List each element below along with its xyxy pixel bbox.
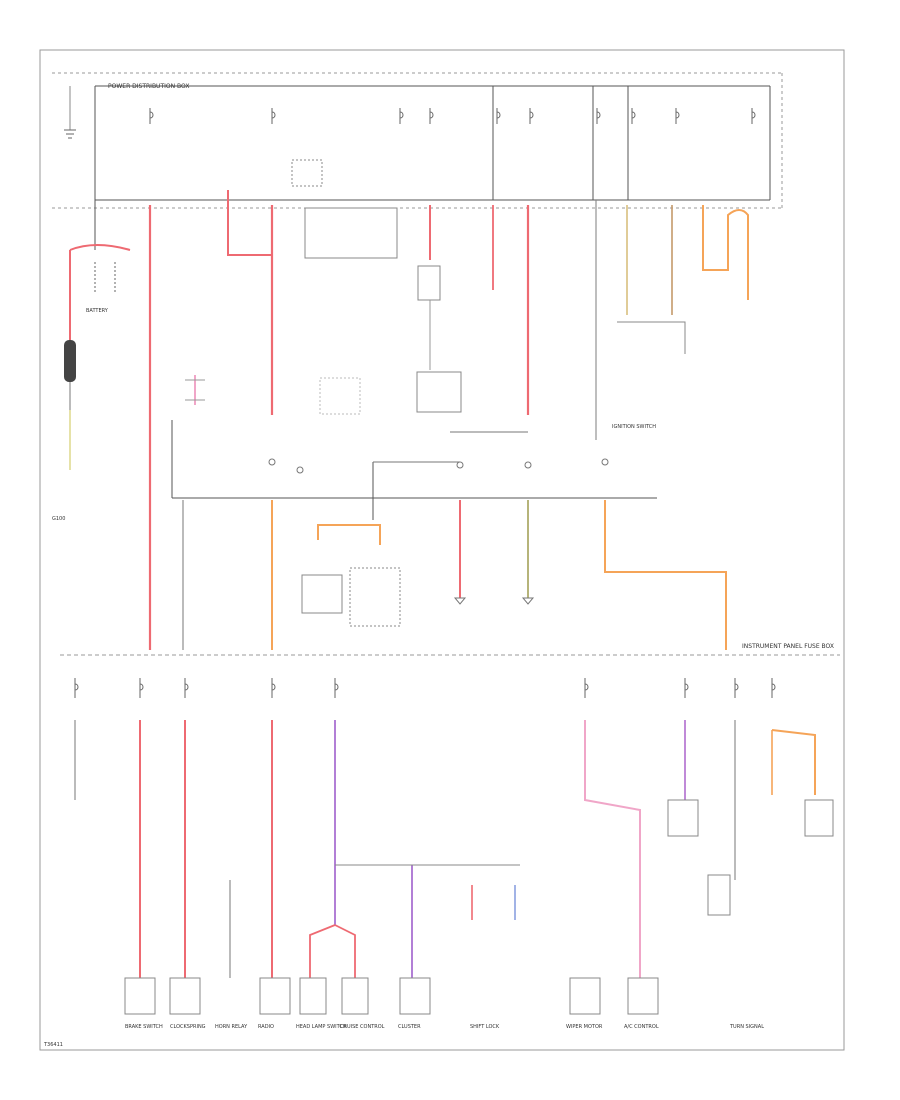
component-label: A/C CONTROL (624, 1024, 659, 1030)
lower-wires (74, 720, 816, 978)
ignition-switch: IGNITION SWITCH (171, 420, 657, 520)
middle-components (185, 265, 686, 415)
battery-section: G100 BATTERY (52, 86, 131, 522)
component-label: WIPER MOTOR (566, 1024, 603, 1030)
upper-box-label: POWER DISTRIBUTION BOX (108, 83, 189, 90)
diagram-frame (39, 49, 845, 1051)
lower-box-label: INSTRUMENT PANEL FUSE BOX (742, 643, 834, 650)
fuse-row-upper (149, 108, 756, 124)
component-label: RADIO (258, 1024, 274, 1030)
component-label: HEAD LAMP SWITCH (296, 1024, 347, 1030)
bottom-labels: BRAKE SWITCH CLOCKSPRING HORN RELAY RADI… (125, 1024, 764, 1030)
component-label: HORN RELAY (215, 1024, 248, 1030)
ground-label: G100 (52, 516, 65, 522)
lower-fuse-box: INSTRUMENT PANEL FUSE BOX (60, 643, 840, 698)
upper-distribution-box: POWER DISTRIBUTION BOX (52, 72, 783, 259)
component-label: CRUISE CONTROL (340, 1024, 385, 1030)
ignition-switch-label: IGNITION SWITCH (612, 424, 656, 430)
footer-code: T36411 (43, 1042, 63, 1048)
main-feeds (148, 190, 749, 650)
component-label: SHIFT LOCK (470, 1024, 500, 1030)
bottom-component-boxes (124, 799, 834, 1015)
battery-label: BATTERY (86, 308, 109, 314)
component-label: CLUSTER (398, 1024, 421, 1030)
component-label: TURN SIGNAL (729, 1024, 764, 1030)
component-label: BRAKE SWITCH (125, 1024, 163, 1030)
component-label: CLOCKSPRING (170, 1024, 206, 1030)
ignition-branches (182, 500, 727, 650)
fusible-link (64, 340, 76, 382)
